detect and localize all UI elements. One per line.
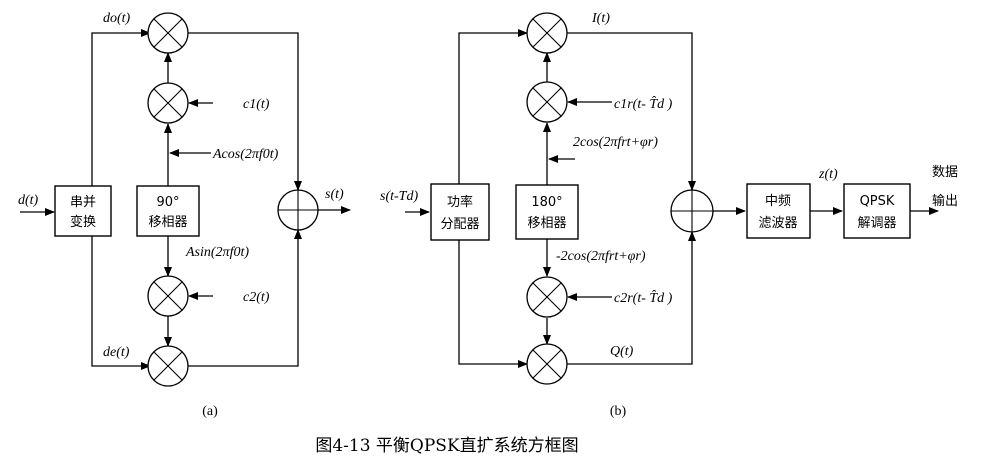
- b-input-label: s(t-Td): [380, 189, 418, 204]
- a-top-multiplier: [147, 12, 189, 54]
- a-bottom-multiplier: [147, 345, 189, 387]
- b-c1r-label: c1r(t- T̂d ): [614, 96, 673, 112]
- b-output-label-line1: 数据: [932, 165, 958, 180]
- a-top-sum-wire: [188, 32, 302, 191]
- b-c1r-multiplier: [526, 81, 568, 123]
- phase-shifter-90-line2: 移相器: [148, 215, 187, 230]
- a-do-label: do(t): [103, 11, 131, 26]
- b-output-label-line2: 输出: [932, 193, 958, 209]
- if-filter-line2: 滤波器: [758, 216, 797, 231]
- phase-shifter-180-line2: 移相器: [527, 216, 566, 231]
- figure-caption: 图4-13 平衡QPSK直扩系统方框图: [315, 436, 578, 456]
- serial-parallel-box: [54, 185, 112, 237]
- phase-shifter-180-line1: 180°: [531, 195, 562, 210]
- b-top-multiplier: [526, 12, 568, 54]
- a-do-wire: [91, 29, 151, 186]
- b-c2r-multiplier: [526, 276, 568, 318]
- phase-shifter-180-box: [515, 184, 579, 240]
- phase-shifter-90-box: [136, 185, 200, 237]
- b-i-label: I(t): [591, 11, 610, 26]
- power-splitter-line2: 分配器: [440, 217, 479, 232]
- b-q-sum-wire: [567, 231, 696, 365]
- a-c2-label: c2(t): [243, 290, 270, 305]
- phase-shifter-90-line1: 90°: [156, 195, 179, 210]
- a-adder: [277, 189, 319, 231]
- serial-parallel-line2: 变换: [70, 214, 96, 230]
- a-bottom-sum-wire: [188, 229, 302, 367]
- a-acos-label: Acos(2πf0t): [212, 147, 279, 162]
- a-asin-label: Asin(2πf0t): [185, 245, 249, 260]
- serial-parallel-line1: 串并: [70, 195, 96, 210]
- a-output-label: s(t): [325, 187, 344, 202]
- b-caption: (b): [610, 404, 627, 419]
- a-c1-label: c1(t): [243, 97, 270, 112]
- b-q-branch-wire: [458, 240, 528, 368]
- qpsk-demodulator-line1: QPSK: [860, 194, 895, 209]
- a-de-wire: [91, 236, 151, 370]
- b-q-label: Q(t): [610, 344, 634, 359]
- b-z-label: z(t): [818, 167, 838, 182]
- diagram-b: 功率 分配器 180° 移相器 中频 滤波器 QPSK 解调器: [380, 11, 958, 419]
- qpsk-demodulator-line2: 解调器: [857, 216, 896, 231]
- a-caption: (a): [202, 404, 218, 419]
- b-c2r-label: c2r(t- T̂d ): [614, 290, 673, 306]
- b-i-sum-wire: [567, 32, 696, 191]
- b-i-branch-wire: [458, 29, 528, 184]
- power-splitter-box: [430, 183, 490, 241]
- if-filter-line1: 中频: [765, 194, 791, 209]
- diagram-a: 串并 变换 90° 移相器 d(t) do(t) de(t): [18, 11, 351, 419]
- b-cos-pos-label: 2cos(2πfrt+φr): [573, 135, 658, 150]
- b-adder: [670, 189, 714, 233]
- if-filter-box: [746, 183, 811, 239]
- qpsk-demodulator-box: [843, 183, 911, 239]
- b-bottom-multiplier: [526, 343, 568, 385]
- a-de-label: de(t): [103, 345, 130, 360]
- a-c2-multiplier: [147, 275, 189, 317]
- a-c1-multiplier: [147, 82, 189, 124]
- a-input-label: d(t): [18, 193, 39, 208]
- b-cos-neg-label: -2cos(2πfrt+φr): [556, 249, 646, 264]
- power-splitter-line1: 功率: [447, 194, 473, 210]
